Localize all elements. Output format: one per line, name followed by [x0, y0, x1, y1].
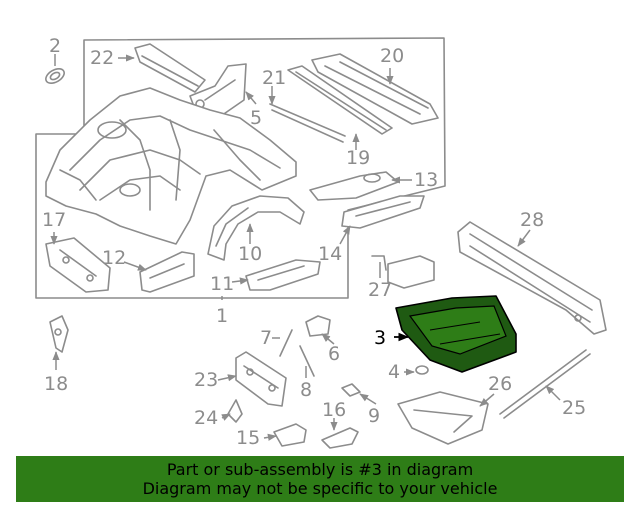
callout-5[interactable]: 5: [250, 107, 262, 129]
banner-line-1: Part or sub-assembly is #3 in diagram: [166, 460, 474, 479]
part-11-bracket: [245, 259, 321, 291]
callout-16[interactable]: 16: [322, 399, 346, 421]
callout-14[interactable]: 14: [318, 243, 342, 265]
banner-line-2: Diagram may not be specific to your vehi…: [142, 479, 498, 498]
callout-18[interactable]: 18: [44, 373, 68, 395]
part-15-bracket: [273, 423, 307, 447]
callout-27[interactable]: 27: [368, 279, 392, 301]
part-4-grommet: [415, 365, 429, 375]
part-17-bracket: [45, 237, 111, 293]
part-26-tray: [397, 391, 489, 445]
part-20-panel: [311, 53, 439, 125]
callout-22[interactable]: 22: [90, 47, 114, 69]
callout-2[interactable]: 2: [49, 35, 61, 57]
part-19-bar: [287, 65, 393, 135]
callout-7[interactable]: 7: [260, 327, 272, 349]
callout-10[interactable]: 10: [238, 243, 262, 265]
part-12-bracket: [139, 251, 195, 293]
part-8-rod: [299, 345, 315, 377]
callout-11[interactable]: 11: [210, 273, 234, 295]
part-10-wheelhouse: [207, 195, 305, 261]
part-1-floor-pan: [45, 87, 297, 245]
part-28-bumper-beam: [457, 221, 607, 335]
callout-17[interactable]: 17: [42, 209, 66, 231]
callout-19[interactable]: 19: [346, 147, 370, 169]
part-9-clip: [341, 383, 361, 397]
part-27-bracket: [371, 255, 435, 289]
part-info-banner: Part or sub-assembly is #3 in diagram Di…: [16, 456, 624, 502]
callout-28[interactable]: 28: [520, 209, 544, 231]
callout-8[interactable]: 8: [300, 379, 312, 401]
callout-26[interactable]: 26: [488, 373, 512, 395]
part-13-bracket: [309, 171, 399, 201]
part-24-clip: [227, 399, 243, 423]
callout-15[interactable]: 15: [236, 427, 260, 449]
parts-diagram: 2 22 20 21 5 19 13 14 10 17 12 11 1 18 2…: [35, 35, 607, 449]
callout-21[interactable]: 21: [262, 67, 286, 89]
part-2-plug: [45, 67, 65, 85]
callout-9[interactable]: 9: [368, 405, 380, 427]
part-14-rail: [341, 195, 425, 229]
callout-12[interactable]: 12: [102, 247, 126, 269]
callout-3[interactable]: 3: [374, 327, 386, 349]
callout-25[interactable]: 25: [562, 397, 586, 419]
callout-4[interactable]: 4: [388, 361, 400, 383]
callout-23[interactable]: 23: [194, 369, 218, 391]
part-23-panel: [235, 351, 287, 407]
part-22-rail: [134, 43, 206, 93]
callout-20[interactable]: 20: [380, 45, 404, 67]
part-7-pin: [279, 329, 293, 357]
part-18-bracket: [49, 315, 69, 353]
leader-lines: [50, 54, 561, 441]
callout-1[interactable]: 1: [216, 305, 228, 327]
part-16-bracket: [321, 427, 359, 449]
callout-24[interactable]: 24: [194, 407, 218, 429]
part-3-spare-tire-well: [395, 295, 517, 373]
part-6-bracket: [305, 315, 331, 337]
callout-6[interactable]: 6: [328, 343, 340, 365]
part-21-rod: [269, 103, 346, 143]
callout-13[interactable]: 13: [414, 169, 438, 191]
assembly-1-outline: [35, 37, 446, 299]
